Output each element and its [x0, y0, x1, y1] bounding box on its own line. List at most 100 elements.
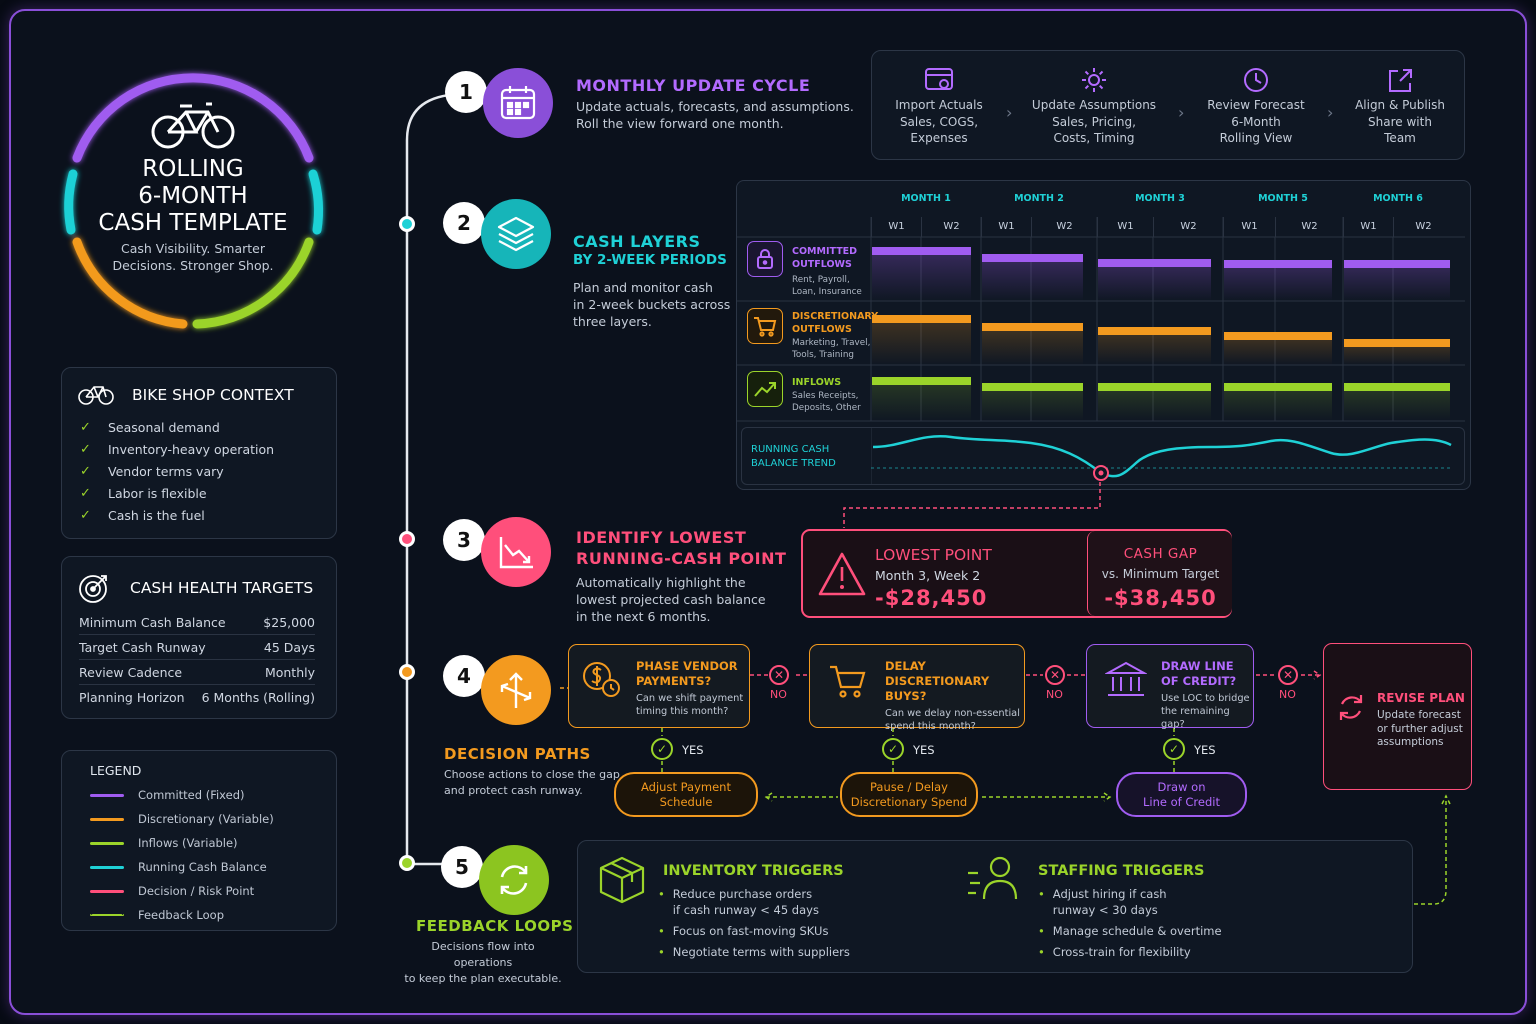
- split-arrows-icon: [481, 655, 551, 725]
- step-3-title-line: IDENTIFY LOWEST: [576, 528, 747, 547]
- committed-bar-m6: [1344, 260, 1450, 268]
- target-value: 6 Months (Rolling): [201, 690, 315, 705]
- decision-delay-text: DELAY DISCRETIONARY BUYS? Can we delay n…: [885, 659, 1024, 733]
- share-icon: [1389, 69, 1412, 92]
- trend-row: [741, 427, 1465, 485]
- row-desc: Sales Receipts,: [792, 391, 859, 401]
- context-item: ✓Labor is flexible: [80, 482, 274, 504]
- step-2-desc-line: Plan and monitor cash: [573, 280, 713, 295]
- trigger-bullet: •Manage schedule & overtime: [1038, 924, 1222, 938]
- legend-swatch: [90, 914, 124, 916]
- lowest-point-dot: [1098, 470, 1104, 476]
- step-3-title: IDENTIFY LOWEST RUNNING-CASH POINT: [576, 527, 786, 569]
- import-icon: [925, 68, 953, 90]
- row-desc: Tools, Training: [792, 350, 854, 360]
- context-panel: BIKE SHOP CONTEXT ✓Seasonal demand ✓Inve…: [61, 367, 337, 539]
- decision-question: BUYS?: [885, 689, 927, 703]
- grid-lines: [737, 217, 1465, 422]
- discretionary-bar-m1: [872, 315, 971, 323]
- no-label: NO: [1046, 688, 1063, 701]
- legend-item: Committed (Fixed): [90, 783, 274, 807]
- cycle-step-detail: Costs, Timing: [1053, 131, 1135, 145]
- step-number-5: 5: [441, 846, 483, 888]
- decision-delay-discretionary: DELAY DISCRETIONARY BUYS? Can we delay n…: [809, 644, 1025, 732]
- trend-down-icon: [481, 517, 551, 587]
- decision-vendor-payments: PHASE VENDOR PAYMENTS? Can we shift paym…: [568, 644, 750, 728]
- context-item: ✓Inventory-heavy operation: [80, 438, 274, 460]
- trigger-text: Adjust hiring if cash: [1052, 887, 1167, 901]
- check-icon: ✓: [80, 463, 91, 479]
- week-header: W2: [1393, 217, 1453, 237]
- timeline-spine: [405, 92, 466, 866]
- week-header: W2: [1031, 217, 1097, 237]
- step-number-1: 1: [445, 71, 487, 113]
- lowest-when: Month 3, Week 2: [875, 568, 981, 583]
- inflows-bar-m6: [1344, 383, 1450, 391]
- cash-gap-box: CASH GAP vs. Minimum Target -$38,450: [1087, 531, 1232, 616]
- legend-label: Decision / Risk Point: [138, 884, 255, 898]
- inflows-bar-m1: [872, 377, 971, 385]
- targets-heading: CASH HEALTH TARGETS: [130, 579, 314, 597]
- title-line-2: 6-MONTH: [138, 183, 248, 209]
- cycle-step-detail: Share with: [1368, 114, 1432, 129]
- title-ring: [64, 73, 323, 329]
- discretionary-bar-m3: [1098, 327, 1211, 335]
- committed-bar-m1: [872, 247, 971, 255]
- discretionary-bar-m5: [1224, 332, 1332, 340]
- legend-swatch: [90, 793, 124, 797]
- row-title: DISCRETIONARY: [792, 311, 879, 322]
- week-header: W2: [921, 217, 981, 237]
- legend-swatch: [90, 841, 124, 845]
- row-title: INFLOWS: [792, 377, 842, 388]
- lowest-point-callout: LOWEST POINT Month 3, Week 2 -$28,450 CA…: [801, 529, 1232, 618]
- step-4-title: DECISION PATHS: [444, 745, 591, 763]
- step-2-subtitle: BY 2-WEEK PERIODS: [573, 252, 727, 268]
- step-5-desc-line: Decisions flow into operations: [431, 940, 535, 969]
- step-5-title: FEEDBACK LOOPS: [416, 917, 574, 935]
- step-4-desc-line: and protect cash runway.: [444, 784, 583, 797]
- target-value: 45 Days: [263, 639, 315, 655]
- bicycle-icon: [151, 102, 235, 149]
- legend-item: Running Cash Balance: [90, 855, 274, 879]
- action-label: Schedule: [659, 794, 713, 809]
- step-4-desc-line: Choose actions to close the gap: [444, 768, 620, 781]
- clock-icon: [1244, 68, 1268, 92]
- trigger-text: Reduce purchase orders: [672, 887, 813, 901]
- yes-check-icon: ✓: [651, 738, 673, 760]
- row-title: OUTFLOWS: [792, 324, 852, 335]
- trigger-text: Cross-train for flexibility: [1052, 945, 1191, 959]
- decision-connectors: [560, 670, 1322, 802]
- chevron-right-icon: ›: [1006, 103, 1013, 122]
- decision-vendor-text: PHASE VENDOR PAYMENTS? Can we shift paym…: [636, 659, 743, 718]
- cash-gap-value: -$38,450: [1104, 586, 1217, 610]
- chevron-right-icon: ›: [1178, 103, 1185, 122]
- step-number-4: 4: [443, 655, 485, 697]
- tagline-1: Cash Visibility. Smarter: [121, 241, 265, 256]
- trigger-text: Focus on fast-moving SKUs: [672, 924, 829, 938]
- revise-cycle-icon: [1339, 695, 1363, 720]
- context-item-label: Seasonal demand: [108, 419, 220, 435]
- decision-desc: Can we delay non-essential: [885, 708, 1020, 719]
- no-x-icon: ✕: [769, 665, 789, 685]
- decision-question: OF CREDIT?: [1161, 674, 1237, 688]
- action-label: Draw on: [1157, 779, 1206, 794]
- step-number-2: 2: [443, 202, 485, 244]
- step-2-desc-line: in 2-week buckets across: [573, 297, 731, 312]
- row-title: COMMITTED: [792, 246, 858, 257]
- legend-swatch: [90, 889, 124, 893]
- decision-desc: the remaining gap?: [1161, 706, 1230, 730]
- cycle-step-detail: Sales, COGS,: [899, 114, 979, 129]
- dollar-clock-icon: [583, 662, 620, 697]
- target-label: Minimum Cash Balance: [79, 614, 226, 630]
- cash-gap-sub: vs. Minimum Target: [1101, 567, 1220, 581]
- feedback-loop-arrow: [1414, 794, 1451, 905]
- month-header: MONTH 5: [1258, 193, 1308, 204]
- step-number-3: 3: [443, 519, 485, 561]
- trigger-text: runway < 30 days: [1052, 903, 1158, 917]
